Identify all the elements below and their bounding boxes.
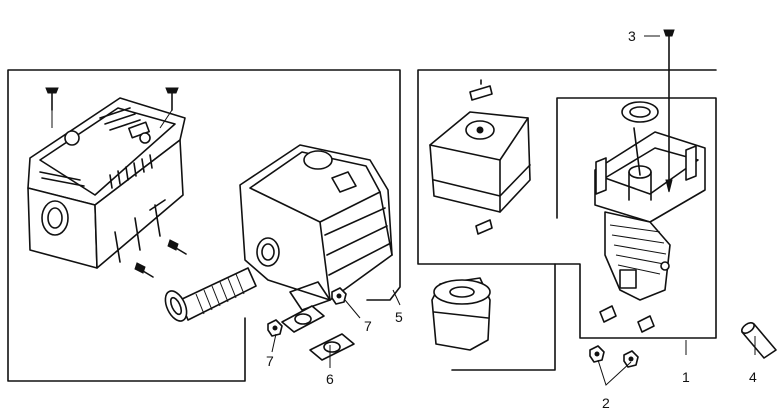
group-5-frame <box>7 69 401 382</box>
callout-3: 3 <box>628 28 636 44</box>
long-screw <box>663 29 675 193</box>
guard-screw-side-b <box>134 262 154 278</box>
leader-lines <box>271 35 756 386</box>
air-cleaner-case <box>594 131 706 301</box>
muffler-body <box>239 144 393 311</box>
air-cleaner-cover <box>429 111 531 213</box>
muffler-guard <box>27 87 187 278</box>
air-filter-element <box>431 277 491 351</box>
spark-arrester-pipe <box>164 267 257 322</box>
callout-4: 4 <box>749 369 757 385</box>
dowel-b <box>637 315 655 333</box>
callout-7-right: 7 <box>364 318 372 334</box>
callout-1: 1 <box>682 369 690 385</box>
nut-2-left <box>589 345 605 363</box>
group-1-frame <box>417 69 717 371</box>
guard-screw-side-a <box>167 239 187 255</box>
nut-7-left <box>267 319 283 337</box>
muffler-gasket-upper <box>281 305 325 333</box>
cover-bolt <box>475 219 493 235</box>
guard-screw-left <box>45 87 59 128</box>
nut-7-right <box>331 287 347 305</box>
pin-part-4 <box>741 322 777 359</box>
dowel-a <box>599 305 617 323</box>
nut-2-right <box>623 350 639 368</box>
callout-2: 2 <box>602 395 610 411</box>
guard-screw-right <box>159 87 179 129</box>
wing-nut <box>469 79 493 101</box>
callout-5: 5 <box>395 309 403 325</box>
muffler-gasket-lower <box>309 333 355 361</box>
center-stud <box>633 127 641 176</box>
callout-6: 6 <box>326 371 334 387</box>
o-ring <box>621 101 659 123</box>
callout-7-left: 7 <box>266 353 274 369</box>
